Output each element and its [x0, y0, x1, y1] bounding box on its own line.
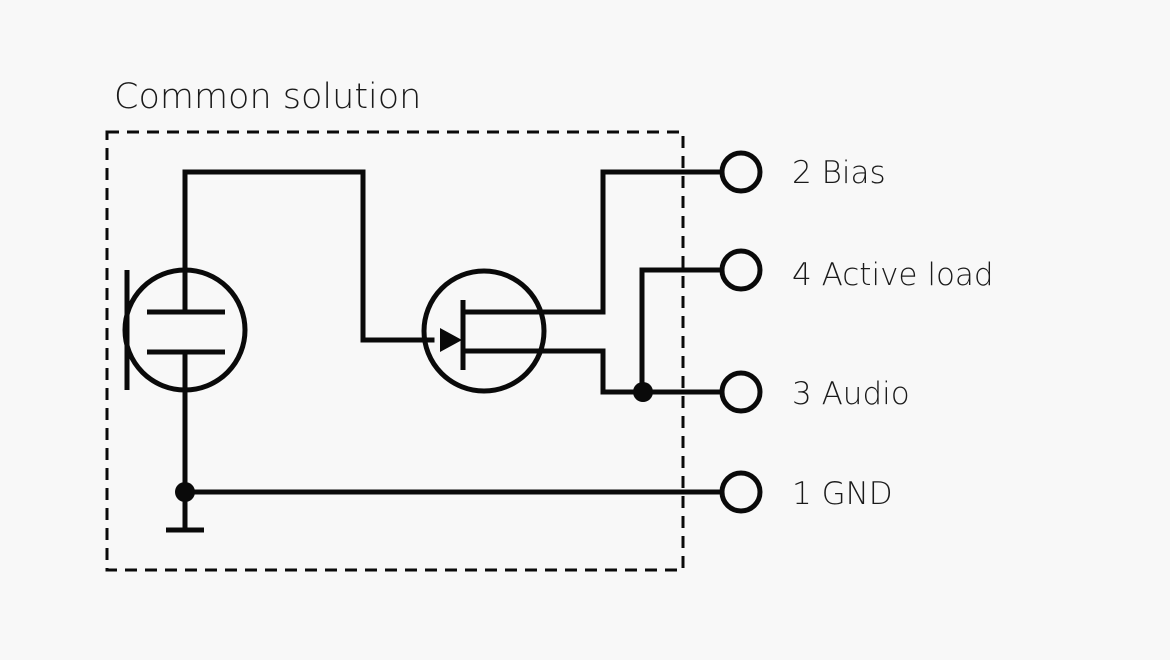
pin-label-bias: 2 Bias	[792, 155, 886, 191]
pin-label-active-load: 4 Active load	[792, 257, 994, 293]
audio-terminal	[719, 370, 763, 414]
active-load-wire	[639, 267, 723, 395]
pin-label-audio: 3 Audio	[792, 376, 910, 412]
audio-junction-dot	[633, 382, 653, 402]
capsule-to-gate-wire	[182, 169, 435, 343]
bias-terminal	[719, 150, 763, 194]
active-load-terminal	[719, 248, 763, 292]
gnd-terminal	[719, 470, 763, 514]
diagram-title: Common solution	[114, 77, 421, 117]
jfet-transistor-icon	[421, 268, 603, 394]
source-to-audio-wire	[600, 348, 723, 395]
ground-junction-dot	[175, 482, 195, 502]
drain-to-bias-wire	[600, 169, 723, 315]
module-boundary	[105, 130, 685, 572]
pin-label-gnd: 1 GND	[792, 476, 893, 512]
